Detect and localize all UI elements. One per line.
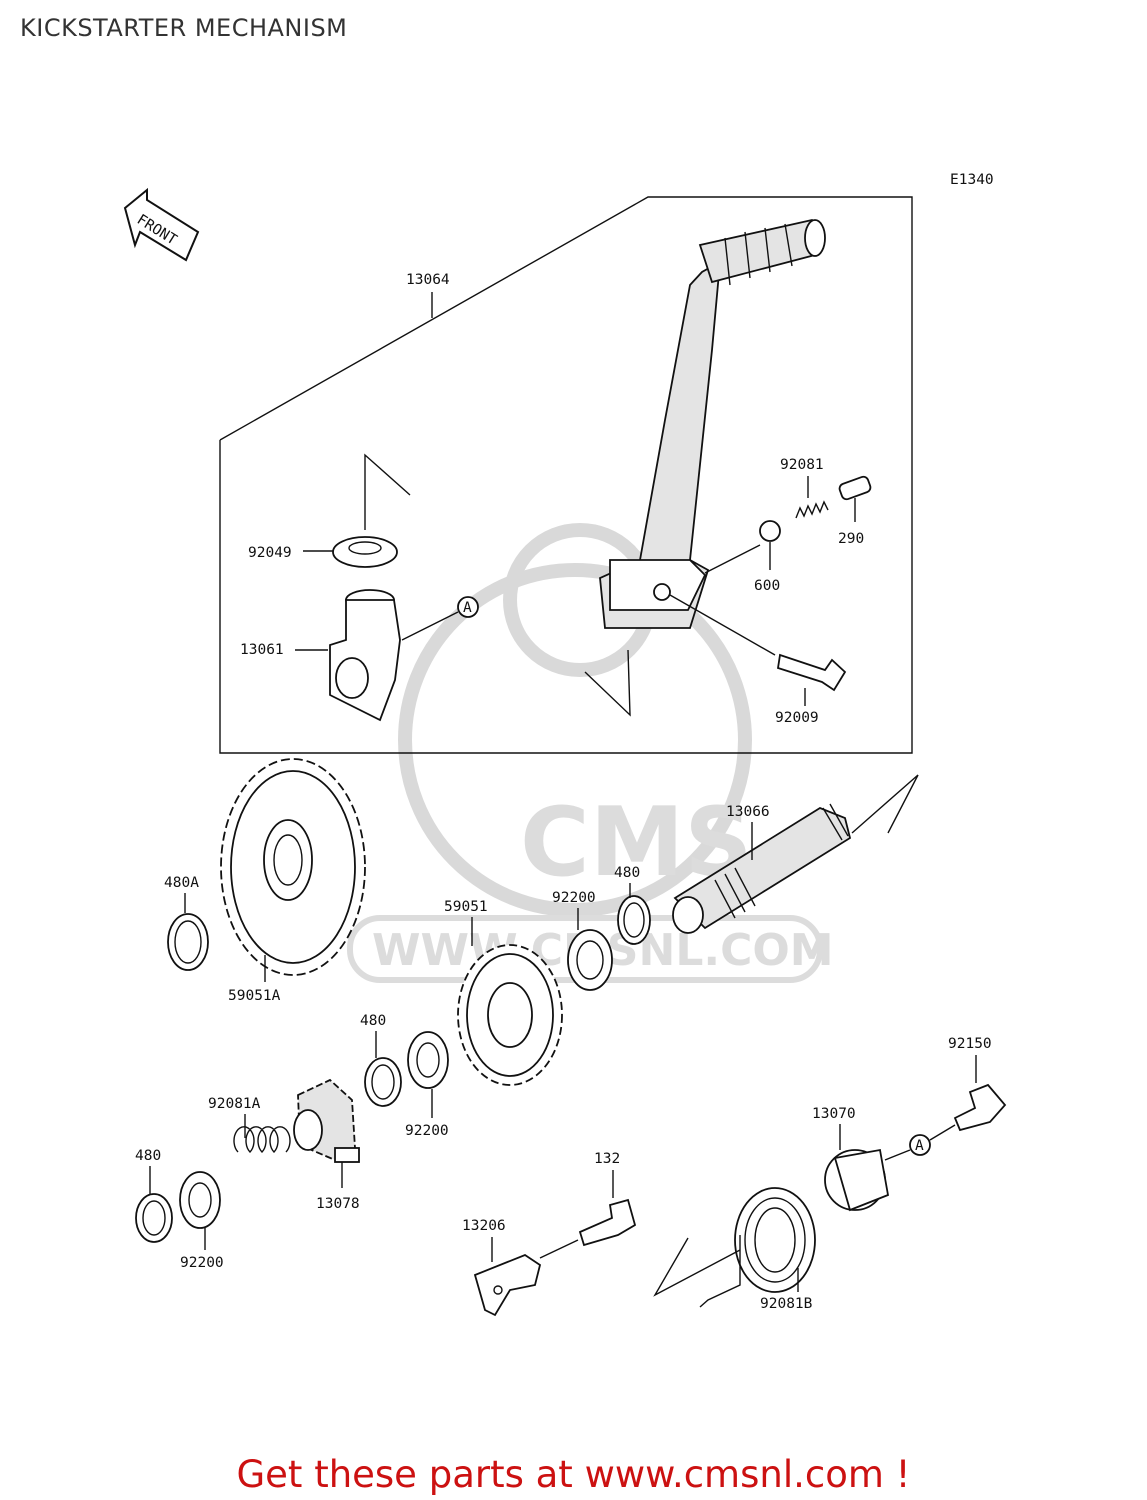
bolt-92009 (776, 653, 847, 692)
circlip-480A (167, 913, 209, 971)
cms-watermark: CMS WWW.CMSNL.COM (347, 523, 834, 983)
label-92081: 92081 (780, 457, 824, 473)
label-92081B: 92081B (760, 1296, 813, 1312)
callout-a-upper (457, 596, 479, 618)
label-600: 600 (754, 578, 780, 594)
bolt-132 (578, 1198, 637, 1247)
shaft-13066 (672, 803, 852, 934)
label-13061: 13061 (240, 642, 284, 658)
label-92200-middle: 92200 (405, 1123, 449, 1139)
label-92150: 92150 (948, 1036, 992, 1052)
washer-92200-upper (567, 929, 613, 991)
bolt-92150 (953, 1083, 1007, 1132)
label-480-lower: 480 (135, 1148, 161, 1164)
label-92049: 92049 (248, 545, 292, 561)
label-13206: 13206 (462, 1218, 506, 1234)
circlip-480-lower (135, 1193, 173, 1243)
ball-600 (759, 520, 781, 542)
callout-a-lower (909, 1134, 931, 1156)
label-59051: 59051 (444, 899, 488, 915)
circlip-480-middle (364, 1057, 402, 1107)
label-13070: 13070 (812, 1106, 856, 1122)
svg-text:A: A (915, 1138, 924, 1154)
label-480A: 480A (164, 875, 199, 891)
label-92200-lower: 92200 (180, 1255, 224, 1271)
svg-text:A: A (463, 600, 472, 616)
label-59051A: 59051A (228, 988, 281, 1004)
footer-promo[interactable]: Get these parts at www.cmsnl.com ! (236, 1453, 911, 1496)
label-290: 290 (838, 531, 864, 547)
washer-92049 (332, 536, 398, 568)
label-480-middle: 480 (360, 1013, 386, 1029)
spring-92081A (233, 1126, 291, 1154)
guide-13206 (473, 1253, 542, 1317)
label-92009: 92009 (775, 710, 819, 726)
spring-92081 (795, 500, 829, 519)
label-13064: 13064 (406, 272, 450, 288)
washer-92200-lower (179, 1171, 221, 1229)
lever-assembly-box (219, 196, 913, 754)
circlip-480-upper (617, 895, 651, 945)
label-92200-upper: 92200 (552, 890, 596, 906)
page-title: KICKSTARTER MECHANISM (20, 14, 348, 42)
diagram-code: E1340 (950, 172, 994, 188)
label-13078: 13078 (316, 1196, 360, 1212)
pin-290 (838, 475, 872, 501)
boss-13061 (329, 589, 401, 722)
front-arrow-icon: FRONT (123, 187, 200, 262)
spring-92081B (699, 1187, 816, 1308)
kick-lever (599, 218, 826, 629)
collar-13070 (824, 1148, 890, 1212)
gear-59051A (220, 758, 366, 976)
gear-59051 (457, 944, 563, 1086)
washer-92200-middle (407, 1031, 449, 1089)
ratchet-13078 (293, 1078, 360, 1163)
label-92081A: 92081A (208, 1096, 261, 1112)
label-132: 132 (594, 1151, 620, 1167)
label-13066: 13066 (726, 804, 770, 820)
label-480-upper: 480 (614, 865, 640, 881)
